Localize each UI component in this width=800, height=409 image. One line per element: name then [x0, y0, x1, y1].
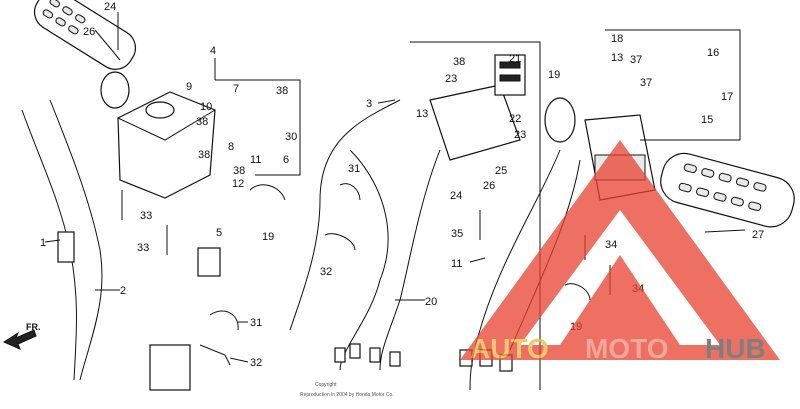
callout-7: 7: [233, 83, 239, 95]
clutch-cable: [289, 99, 441, 371]
footer-text: Reproduction in 2004 by Honda Motor Co.: [300, 392, 394, 398]
callout-31-a: 31: [250, 317, 262, 329]
callout-38-e: 38: [453, 56, 465, 68]
callout-38-c: 38: [198, 149, 210, 161]
callout-9: 9: [186, 81, 192, 93]
callout-1: 1: [40, 237, 46, 249]
callout-24: 24: [450, 190, 462, 202]
copyright-label: Copyright: [315, 382, 337, 388]
callout-13-b: 13: [416, 108, 428, 120]
callout-38-a: 38: [276, 85, 288, 97]
callout-28: 24: [104, 1, 116, 13]
callout-25: 25: [495, 165, 507, 177]
callout-8: 8: [228, 141, 234, 153]
callout-17: 18: [611, 33, 623, 45]
callout-26: 26: [483, 180, 495, 192]
callout-27: 23: [445, 73, 457, 85]
left-grip: [33, 0, 137, 109]
direction-label: FR.: [26, 322, 41, 332]
callout-30: 26: [83, 26, 95, 38]
callout-23: 23: [514, 129, 526, 141]
watermark-word-auto: AUTO: [470, 333, 549, 364]
left-switch-housing: [117, 91, 221, 391]
callout-33-a: 33: [140, 210, 152, 222]
callout-31-b: 31: [348, 163, 360, 175]
callout-22-left: 30: [285, 131, 297, 143]
callout-38-d: 38: [233, 165, 245, 177]
callout-3: 3: [366, 98, 372, 110]
callout-33-b: 33: [137, 242, 149, 254]
callout-11: 11: [250, 154, 261, 166]
callout-20: 20: [425, 296, 437, 308]
callout-14: 15: [701, 114, 713, 126]
front-direction-arrow: FR.: [2, 322, 41, 350]
leader-lines: [44, 12, 746, 363]
callout-21: 21: [509, 53, 521, 65]
callout-34: 34: [605, 239, 617, 251]
throttle-cables: [21, 99, 103, 381]
callout-29: 27: [752, 229, 764, 241]
watermark-triangle-icon: [460, 140, 780, 360]
callout-5: 5: [216, 227, 222, 239]
callout-2: 2: [120, 285, 126, 297]
callout-37-b: 37: [640, 77, 652, 89]
callout-16: 17: [721, 91, 733, 103]
callout-15: 16: [707, 47, 719, 59]
callout-4: 4: [210, 45, 216, 57]
watermark-word-moto: MOTO: [585, 333, 668, 364]
callout-13-c: 13: [611, 52, 623, 64]
clamps: [199, 183, 591, 366]
callout-12: 11: [451, 258, 462, 270]
center-switch: [429, 54, 526, 161]
callout-22: 22: [509, 113, 521, 125]
callout-36: 35: [451, 228, 463, 240]
callout-10: 10: [200, 101, 212, 113]
callout-13-a: 12: [232, 178, 244, 190]
right-grip: [660, 152, 795, 228]
callout-38-b: 38: [196, 116, 208, 128]
callout-32-a: 32: [250, 357, 262, 369]
callout-6: 6: [283, 154, 289, 166]
callout-19-a: 19: [262, 231, 274, 243]
callout-37-a: 37: [630, 54, 642, 66]
watermark: AUTO MOTO HUB: [460, 140, 780, 364]
callout-32-b: 32: [320, 266, 332, 278]
watermark-word-hub: HUB: [705, 333, 766, 364]
callout-18: 19: [548, 69, 560, 81]
